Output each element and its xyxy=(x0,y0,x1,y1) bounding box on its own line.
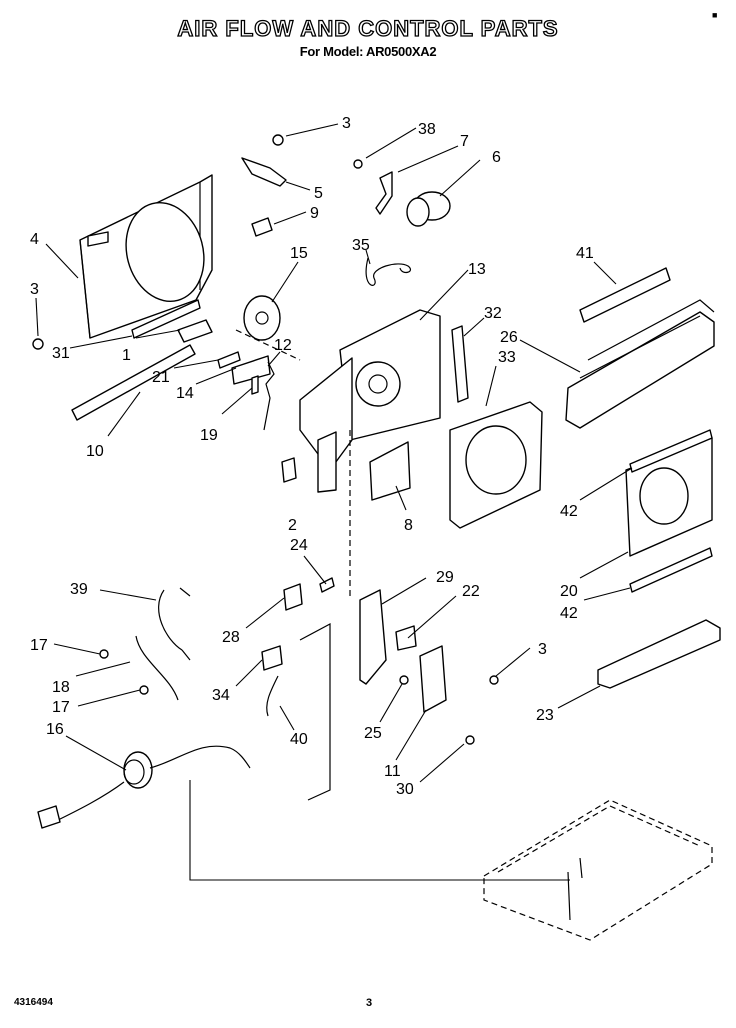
part-11-bracket xyxy=(419,645,447,713)
screw-25 xyxy=(399,675,409,685)
base-pan-outline xyxy=(483,799,713,941)
callout-42-bottom: 42 xyxy=(560,605,578,622)
part-2-clip xyxy=(281,457,297,483)
callout-29: 29 xyxy=(436,569,454,586)
part-5-bracket xyxy=(241,157,287,187)
callout-22: 22 xyxy=(462,583,480,600)
part-15-fan xyxy=(243,295,281,341)
page-number: 3 xyxy=(366,997,373,1009)
callout-35: 35 xyxy=(352,237,370,254)
callout-3-right: 3 xyxy=(538,641,547,658)
callout-16: 16 xyxy=(46,721,64,738)
part-24-pin xyxy=(319,577,335,593)
screw-30 xyxy=(465,735,475,745)
callout-3-top: 3 xyxy=(342,115,351,132)
part-16-power-cord xyxy=(37,745,251,829)
callout-40: 40 xyxy=(290,731,308,748)
wire-run xyxy=(299,623,331,801)
callout-labels: 3 38 7 6 5 9 4 3 15 35 13 41 31 1 12 32 … xyxy=(30,115,594,798)
part-39-harness xyxy=(158,587,191,661)
ground-connection-line xyxy=(189,780,570,881)
part-19-rod xyxy=(251,375,259,395)
screw-17-top xyxy=(99,649,109,659)
callout-20: 20 xyxy=(560,583,578,600)
part-34-sensor xyxy=(261,645,283,671)
document-number: 4316494 xyxy=(14,997,53,1008)
callout-17-top: 17 xyxy=(30,637,48,654)
page-title: AIR FLOW AND CONTROL PARTS xyxy=(177,15,559,41)
callout-15: 15 xyxy=(290,245,308,262)
screw-3-right xyxy=(489,675,499,685)
part-42-strip-top xyxy=(629,429,713,473)
callout-24: 24 xyxy=(290,537,308,554)
callout-30: 30 xyxy=(396,781,414,798)
callout-26: 26 xyxy=(500,329,518,346)
leader-lines xyxy=(35,123,633,783)
part-32-strip xyxy=(451,325,469,403)
callout-1: 1 xyxy=(122,347,131,364)
part-35-wire xyxy=(365,257,412,286)
screw-17-bottom xyxy=(139,685,149,695)
callout-25: 25 xyxy=(364,725,382,742)
callout-41: 41 xyxy=(576,245,594,262)
part-31-seal-strip xyxy=(131,299,201,339)
part-38-screw xyxy=(353,159,363,169)
callout-10: 10 xyxy=(86,443,104,460)
part-9-clip xyxy=(251,217,273,237)
part-13-blower-housing xyxy=(299,309,441,493)
part-6-capacitor xyxy=(406,191,451,227)
callout-42-top: 42 xyxy=(560,503,578,520)
part-1-bracket xyxy=(177,319,213,343)
part-33-shroud xyxy=(449,401,543,529)
part-22-switch xyxy=(395,625,417,651)
callout-34: 34 xyxy=(212,687,230,704)
part-10-long-strip xyxy=(71,344,196,421)
callout-33: 33 xyxy=(498,349,516,366)
callout-32: 32 xyxy=(484,305,502,322)
part-21-plate xyxy=(217,351,241,369)
callout-19: 19 xyxy=(200,427,218,444)
callout-4: 4 xyxy=(30,231,39,248)
callout-12: 12 xyxy=(274,337,292,354)
part-23-handle xyxy=(597,619,721,689)
callout-3-left: 3 xyxy=(30,281,39,298)
callout-18: 18 xyxy=(52,679,70,696)
corner-mark: ■ xyxy=(712,10,718,20)
screw-3-top xyxy=(272,134,284,146)
part-7-strap xyxy=(375,171,393,215)
callout-13: 13 xyxy=(468,261,486,278)
callout-7: 7 xyxy=(460,133,469,150)
callout-39: 39 xyxy=(70,581,88,598)
callout-31: 31 xyxy=(52,345,70,362)
screw-3-left xyxy=(32,338,44,350)
part-42-strip-bottom xyxy=(629,547,713,593)
part-28-thermostat xyxy=(283,583,303,611)
alignment-dash-2 xyxy=(235,329,301,361)
part-20-panel xyxy=(625,437,713,557)
part-18-ground-wire xyxy=(135,635,179,701)
callout-5: 5 xyxy=(314,185,323,202)
callout-14: 14 xyxy=(176,385,194,402)
part-8-control-panel xyxy=(369,441,411,501)
callout-28: 28 xyxy=(222,629,240,646)
part-4-condenser-shroud xyxy=(79,174,213,339)
callout-8: 8 xyxy=(404,517,413,534)
part-40-tube xyxy=(266,675,279,717)
callout-11: 11 xyxy=(384,763,401,780)
model-subtitle: For Model: AR0500XA2 xyxy=(299,44,437,59)
callout-6: 6 xyxy=(492,149,501,166)
callout-9: 9 xyxy=(310,205,319,222)
callout-38: 38 xyxy=(418,121,436,138)
part-14-bracket xyxy=(231,355,271,385)
callout-21: 21 xyxy=(152,369,170,386)
part-26-duct xyxy=(565,299,715,429)
callout-2: 2 xyxy=(288,517,297,534)
callout-23: 23 xyxy=(536,707,554,724)
part-29-control-bracket xyxy=(359,589,387,685)
callout-17-bottom: 17 xyxy=(52,699,70,716)
part-12-spring xyxy=(263,361,275,431)
part-41-strip xyxy=(579,267,671,323)
